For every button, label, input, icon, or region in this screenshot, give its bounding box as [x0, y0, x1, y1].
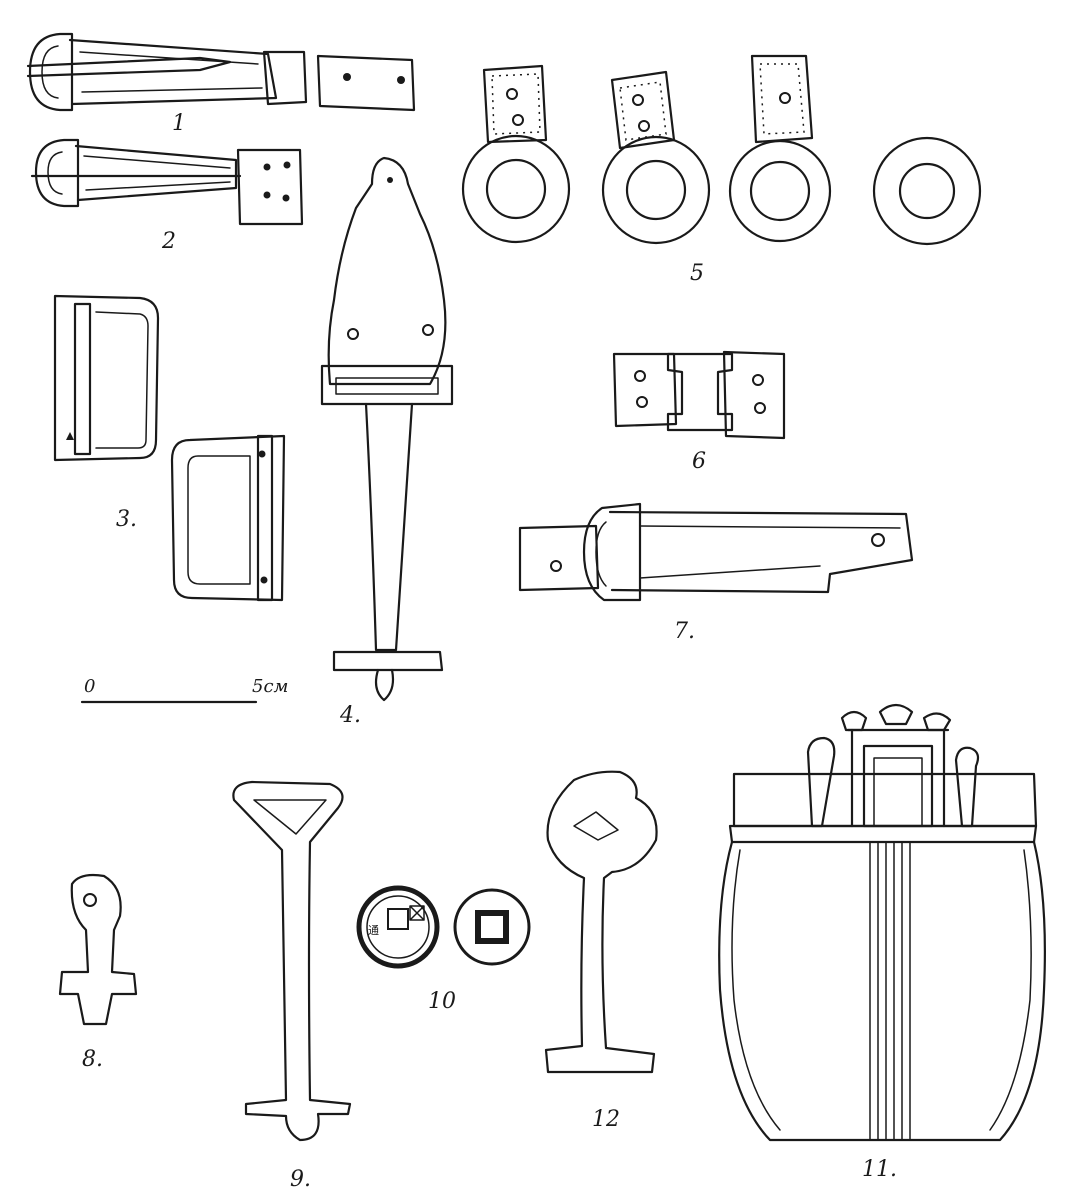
label-1: 1	[172, 111, 186, 136]
artifact-8-key	[58, 873, 138, 1026]
label-3: 3.	[116, 507, 137, 532]
label-10: 10	[428, 989, 456, 1014]
label-2: 2	[161, 229, 176, 254]
label-11: 11.	[862, 1157, 897, 1182]
artifact-3-frames	[53, 294, 286, 602]
artifact-5-rings	[461, 54, 982, 246]
label-7: 7.	[674, 619, 695, 644]
artifact-1-buckle	[26, 32, 416, 112]
artifact-12-pin	[544, 770, 658, 1074]
label-4: 4.	[339, 703, 361, 728]
artifact-9-pin	[232, 780, 352, 1142]
artifact-11-bell	[718, 703, 1046, 1142]
coin-inscription: 通	[368, 924, 379, 937]
scale-bar: 0 5cм	[80, 676, 288, 704]
label-6: 6	[692, 449, 706, 474]
artifact-10-coins: 通	[356, 885, 531, 969]
artifact-7-buckle	[518, 502, 914, 602]
artifact-6-fitting	[612, 350, 786, 440]
label-8: 8.	[82, 1047, 103, 1072]
scale-end: 5cм	[252, 676, 288, 697]
label-9: 9.	[290, 1167, 311, 1192]
artifact-2-buckle	[30, 138, 304, 226]
label-5: 5	[690, 261, 704, 286]
label-12: 12	[592, 1107, 620, 1132]
scale-zero: 0	[84, 676, 95, 697]
artifact-4-fitting	[320, 156, 454, 702]
